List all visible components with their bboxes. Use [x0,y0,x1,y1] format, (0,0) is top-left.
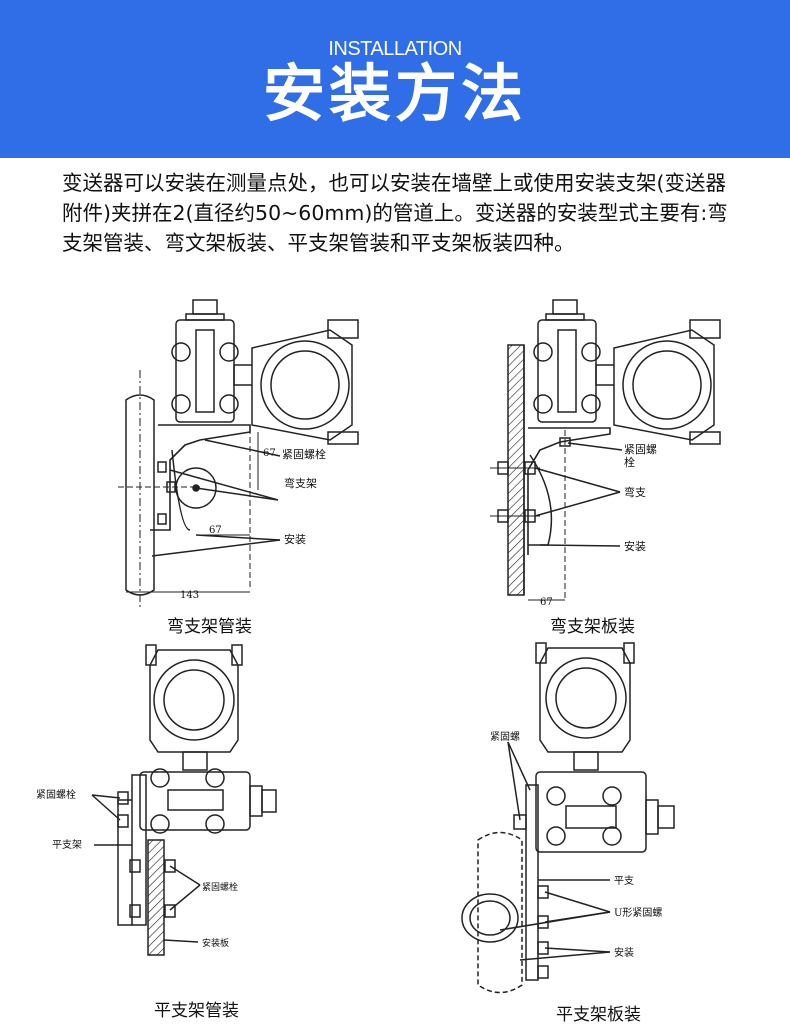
header-banner: INSTALLATION 安装方法 [0,0,790,158]
d4-bolt-label: 紧固螺 [490,731,520,743]
d1-width-dim: 67 [209,525,222,536]
d2-bolt-label-2: 栓 [624,455,635,469]
diagram-flat-bracket-pipe [91,644,277,956]
d2-bracket-label: 弯支 [624,485,646,499]
d3-bolt2-label: 紧固螺栓 [202,881,238,893]
d4-bracket-label: 平支 [614,875,634,887]
d3-bolt-label: 紧固螺栓 [36,788,76,801]
d2-caption: 弯支架板装 [550,617,635,637]
diagram-bent-bracket-plate [490,299,721,601]
d3-mount-label: 安装板 [202,937,229,949]
d2-mount-label: 安装 [624,539,646,553]
d1-total-dim: 143 [180,590,199,601]
d2-width-dim: 67 [540,597,553,608]
diagram-flat-bracket-plate [461,642,675,994]
d1-height-dim: 67 [263,448,276,459]
header-title-zh: 安装方法 [262,57,527,130]
d2-bolt-label-1: 紧固螺 [624,443,657,456]
d4-caption: 平支架板装 [556,1005,641,1025]
d4-ubolt-label: U形紧固螺 [614,907,662,919]
d3-bracket-label: 平支架 [52,839,82,851]
d4-mount-label: 安装 [614,946,634,959]
intro-paragraph: 变送器可以安装在测量点处，也可以安装在墙壁上或使用安装支架(变送器附件)夹拼在2… [62,171,728,255]
d1-bolt-label: 紧固螺栓 [282,447,326,461]
diagram-bent-bracket-pipe [118,299,359,610]
d1-bracket-label: 弯支架 [284,476,317,490]
d1-mount-label: 安装 [284,532,306,546]
header-title-en: INSTALLATION [328,38,462,60]
d1-caption: 弯支架管装 [167,617,252,637]
d3-caption: 平支架管装 [154,1001,239,1021]
